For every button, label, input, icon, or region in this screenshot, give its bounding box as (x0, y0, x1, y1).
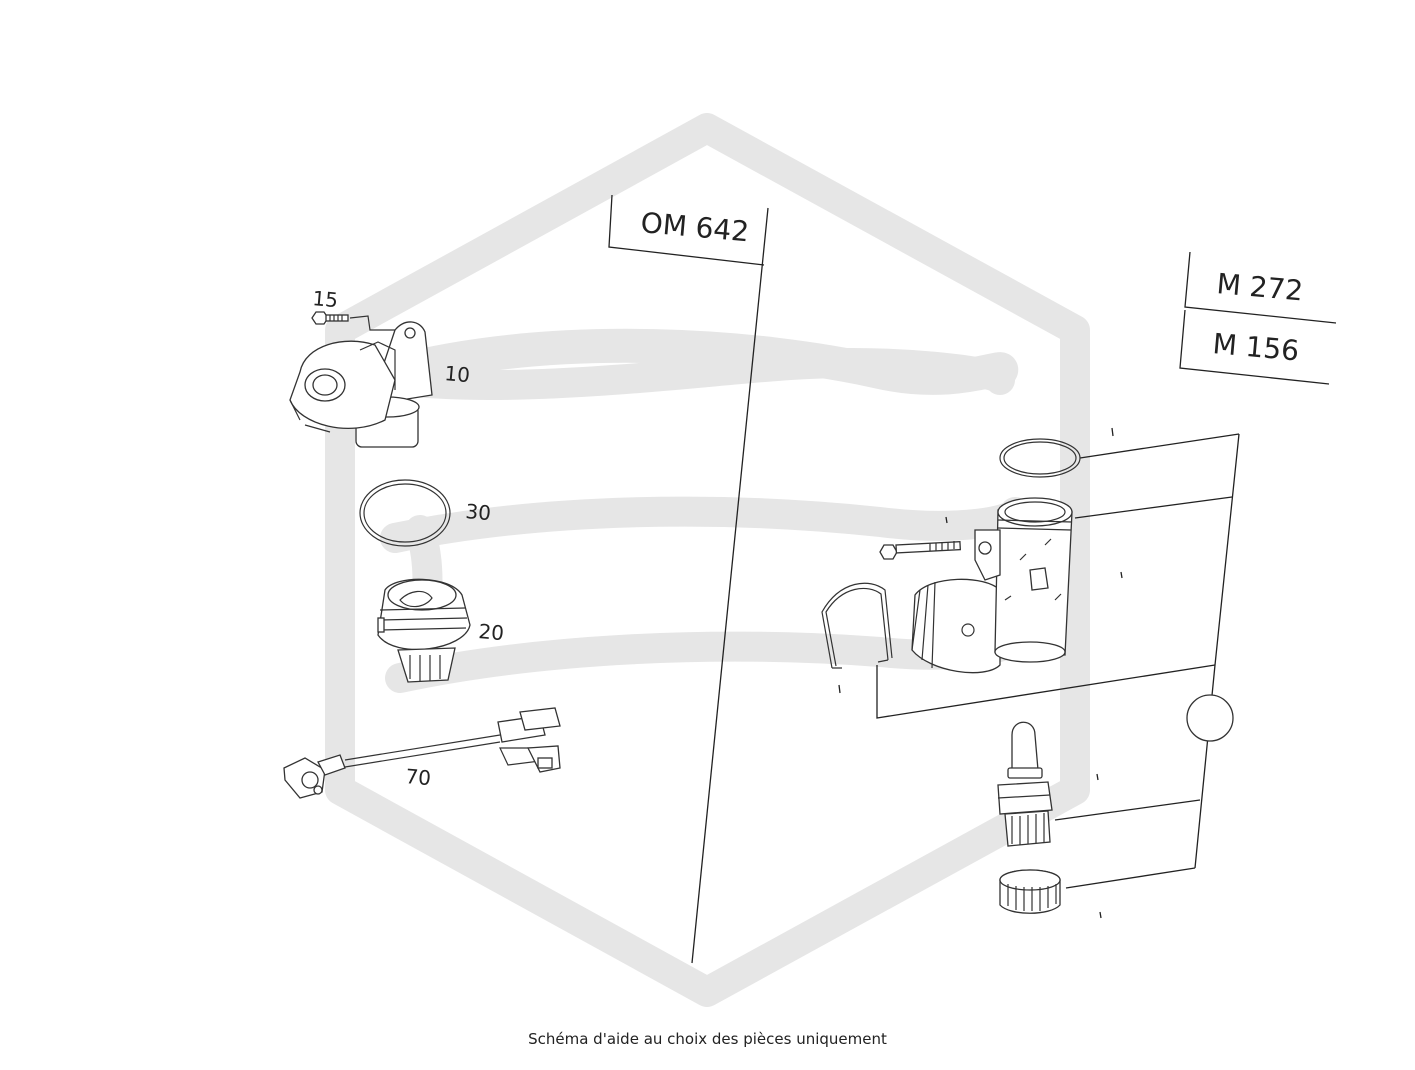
thermostat-part-20 (377, 578, 471, 683)
engine-label-m156: M 156 (1211, 327, 1300, 367)
engine-label-om642: OM 642 (639, 206, 750, 248)
o-ring-right (999, 438, 1081, 478)
thermostat-housing-part-10 (289, 321, 433, 448)
o-ring-part-30 (359, 479, 451, 547)
part-number-15: 15 (312, 286, 339, 312)
caption: Schéma d'aide au choix des pièces unique… (528, 1030, 887, 1048)
bolt-right (879, 540, 962, 560)
spring-clip (821, 582, 893, 669)
divider-lines (608, 194, 1337, 964)
part-number-10: 10 (444, 361, 471, 387)
engine-label-m272: M 272 (1215, 267, 1304, 307)
part-number-20: 20 (478, 619, 505, 645)
bolt-part-15 (311, 311, 398, 331)
part-number-70: 70 (405, 764, 432, 790)
right-leader-lines (838, 427, 1240, 919)
nut-right (999, 869, 1061, 914)
circle-marker (1186, 694, 1234, 742)
part-number-30: 30 (465, 499, 492, 525)
temperature-sensor-right (997, 721, 1053, 847)
sensor-cable-part-70 (283, 707, 561, 799)
thermostat-housing-right (911, 497, 1073, 674)
watermark-logo (325, 113, 1090, 1007)
